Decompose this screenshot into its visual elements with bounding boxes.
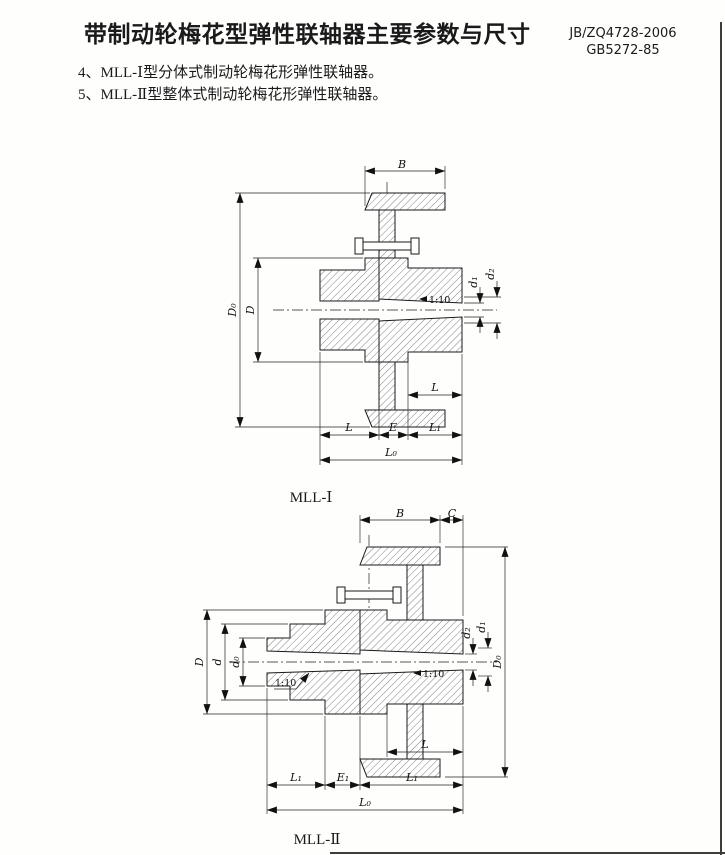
fig2-dim-D0: D₀: [491, 655, 504, 670]
fig1-dim-E: E: [388, 421, 397, 434]
fig1-section-bodies: [319, 192, 463, 428]
fig1-right-half-coupling-top: [378, 257, 463, 304]
fig2-dim-E1: E₁: [336, 771, 349, 784]
fig2-dim-L1-right: L₁: [405, 771, 418, 784]
fig2-dimensions: B C D d d₀ d₂ d₁: [195, 507, 509, 814]
fig1-dim-L: L: [344, 421, 352, 434]
fig1-brake-rim-top: [364, 192, 446, 211]
fig1-dimensions: B D₀ D d₁ d₂ 1:10: [226, 158, 501, 465]
notes-list: 4、MLL-Ⅰ型分体式制动轮梅花形弹性联轴器。 5、MLL-Ⅱ型整体式制动轮梅花…: [78, 62, 387, 106]
fig1-taper-arrow-icon: [419, 296, 427, 302]
standard-refs: JB/ZQ4728-2006 GB5272-85: [559, 25, 687, 59]
fig1-brake-web-bottom: [378, 361, 396, 411]
fig2-taper-right-arrow-icon: [413, 670, 421, 676]
fig2-left-half-coupling-bottom: [266, 669, 361, 715]
fig2-right-half-coupling-top: [359, 609, 464, 655]
fig2-taper-left-label: 1:10: [275, 678, 296, 689]
figure-mll1-drawing: B D₀ D d₁ d₂ 1:10: [226, 158, 501, 465]
note-item-5: 5、MLL-Ⅱ型整体式制动轮梅花形弹性联轴器。: [78, 87, 388, 103]
fig2-brake-rim-top: [359, 546, 441, 566]
fig1-dim-L-hub: L: [430, 381, 438, 394]
scan-edge-right: [720, 22, 722, 855]
fig2-dim-D: D: [195, 657, 206, 667]
fig2-taper-right-label: 1:10: [423, 669, 444, 680]
fig2-brake-web-top: [406, 564, 424, 621]
fig1-brake-web-top: [378, 209, 396, 259]
fig2-section-bodies: [266, 546, 464, 778]
fig1-dim-L0: L₀: [384, 446, 397, 459]
figure-mll1-caption: MLL-Ⅰ: [289, 490, 333, 506]
note-item-4: 4、MLL-Ⅰ型分体式制动轮梅花形弹性联轴器。: [78, 65, 384, 81]
fig1-dim-D: D: [244, 305, 257, 315]
fig1-dim-B: B: [397, 158, 406, 171]
fig2-left-half-coupling-top: [266, 609, 361, 655]
fig1-taper-label: 1:10: [429, 295, 450, 306]
fig2-brake-rim-bottom: [359, 758, 441, 778]
fig2-dim-d: d: [211, 658, 224, 665]
fig1-brake-rim-bottom: [364, 409, 446, 428]
fig2-dim-B: B: [395, 507, 404, 520]
figure-mll2-caption: MLL-Ⅱ: [293, 832, 341, 848]
fig2-flange-bolt: [336, 586, 402, 604]
fig2-dim-d2: d₂: [460, 627, 473, 638]
standard-ref-gb: GB5272-85: [586, 43, 660, 58]
fig1-dim-d2: d₂: [484, 268, 497, 279]
fig1-flange-bolt: [354, 237, 420, 255]
standard-ref-jb: JB/ZQ4728-2006: [569, 26, 677, 41]
figure-mll2-drawing: B C D d d₀ d₂ d₁: [195, 507, 509, 814]
fig2-dim-d0: d₀: [229, 656, 242, 668]
fig2-dim-L0: L₀: [358, 796, 371, 809]
fig1-dim-D0: D₀: [226, 303, 239, 318]
fig1-dim-d1: d₁: [467, 276, 480, 287]
page-title: 带制动轮梅花型弹性联轴器主要参数与尺寸: [84, 22, 531, 48]
fig2-dim-L-hub: L: [420, 738, 428, 751]
fig1-left-half-coupling-bottom: [319, 318, 380, 363]
scan-edge-bottom: [330, 852, 725, 854]
fig2-dim-d1: d₁: [475, 621, 488, 632]
fig1-dim-L1: L₁: [428, 421, 441, 434]
fig2-dim-C: C: [448, 507, 457, 520]
fig1-left-half-coupling-top: [319, 257, 380, 302]
fig2-dim-L1-left: L₁: [289, 771, 302, 784]
fig1-right-half-coupling-bottom: [378, 316, 463, 363]
